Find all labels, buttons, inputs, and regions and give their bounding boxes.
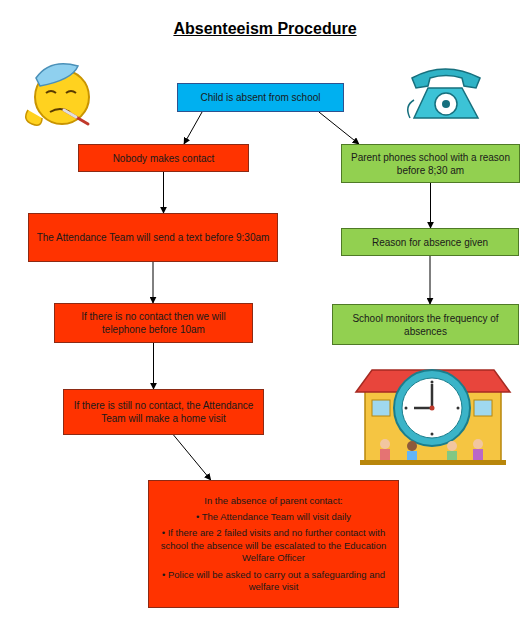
bullet-text: • Police will be asked to carry out a sa… — [156, 569, 391, 594]
sick-face-icon — [26, 64, 89, 125]
school-clock-illustration-part-part — [380, 449, 390, 460]
school-clock-illustration-part-part — [447, 441, 457, 451]
school-clock-illustration — [356, 370, 510, 465]
flow-arrow — [430, 256, 431, 304]
telephone-icon-part — [414, 88, 478, 118]
school-clock-illustration-part-part — [473, 449, 483, 460]
school-clock-illustration-part-part — [407, 451, 417, 460]
process-box: Reason for absence given — [341, 228, 519, 256]
sick-face-icon-part — [26, 110, 42, 125]
box-text: Parent phones school with a reason befor… — [349, 151, 512, 177]
school-clock-illustration-part-part — [431, 433, 434, 436]
school-clock-illustration-part-part — [405, 407, 408, 410]
school-clock-illustration-part — [402, 378, 462, 438]
process-box: The Attendance Team will send a text bef… — [28, 213, 278, 262]
process-box: Parent phones school with a reason befor… — [341, 144, 520, 183]
box-text: If there is no contact then we will tele… — [62, 310, 245, 336]
box-text: Nobody makes contact — [113, 152, 215, 165]
diagram-title: Absenteeism Procedure — [0, 20, 530, 38]
school-clock-illustration-part — [394, 370, 470, 446]
sick-face-icon-part — [64, 110, 88, 124]
school-clock-illustration-part — [430, 406, 435, 411]
school-clock-illustration-part — [380, 439, 483, 460]
box-text: Reason for absence given — [372, 236, 488, 249]
escalation-box: In the absence of parent contact: • The A… — [148, 480, 399, 608]
school-clock-illustration-part — [360, 460, 506, 465]
school-clock-illustration-part-part — [407, 441, 417, 451]
telephone-icon-part — [435, 93, 457, 115]
school-clock-illustration-part-part — [431, 381, 434, 384]
box-text: If there is still no contact, the Attend… — [71, 399, 256, 425]
telephone-icon-part — [408, 100, 414, 118]
box-text: School monitors the frequency of absence… — [340, 312, 511, 338]
box-text: In the absence of parent contact: — [204, 495, 342, 507]
flow-arrow — [184, 112, 202, 144]
school-clock-illustration-part-part — [457, 407, 460, 410]
flow-arrow — [153, 262, 154, 303]
flow-arrow — [430, 183, 431, 228]
flow-arrow — [319, 112, 359, 144]
telephone-icon — [408, 69, 480, 118]
flow-arrow — [174, 435, 211, 480]
school-clock-illustration-part-part — [473, 439, 483, 449]
process-box: If there is no contact then we will tele… — [54, 303, 253, 343]
box-text: The Attendance Team will send a text bef… — [37, 231, 270, 244]
sick-face-icon-part — [36, 64, 78, 86]
school-clock-illustration-part-part — [447, 451, 457, 460]
school-clock-illustration-part — [414, 407, 432, 410]
bullet-text: • The Attendance Team will visit daily — [196, 511, 351, 523]
school-clock-illustration-part — [405, 381, 460, 436]
flow-arrow — [153, 343, 154, 389]
school-clock-illustration-part — [372, 400, 390, 416]
telephone-icon-part — [442, 100, 450, 108]
process-box: School monitors the frequency of absence… — [332, 304, 519, 345]
start-box: Child is absent from school — [177, 83, 344, 112]
school-clock-illustration-part-part — [380, 439, 390, 449]
sick-face-icon-part — [46, 91, 56, 93]
flow-arrow — [163, 172, 164, 213]
school-clock-illustration-part — [474, 400, 492, 416]
school-clock-illustration-part — [431, 384, 434, 408]
process-box: If there is still no contact, the Attend… — [63, 389, 264, 435]
process-box: Nobody makes contact — [78, 144, 249, 172]
box-text: Child is absent from school — [200, 91, 320, 104]
sick-face-icon-part — [66, 91, 76, 93]
telephone-icon-part — [412, 69, 480, 88]
bullet-text: • If there are 2 failed visits and no fu… — [156, 527, 391, 564]
sick-face-icon-part — [64, 110, 76, 117]
